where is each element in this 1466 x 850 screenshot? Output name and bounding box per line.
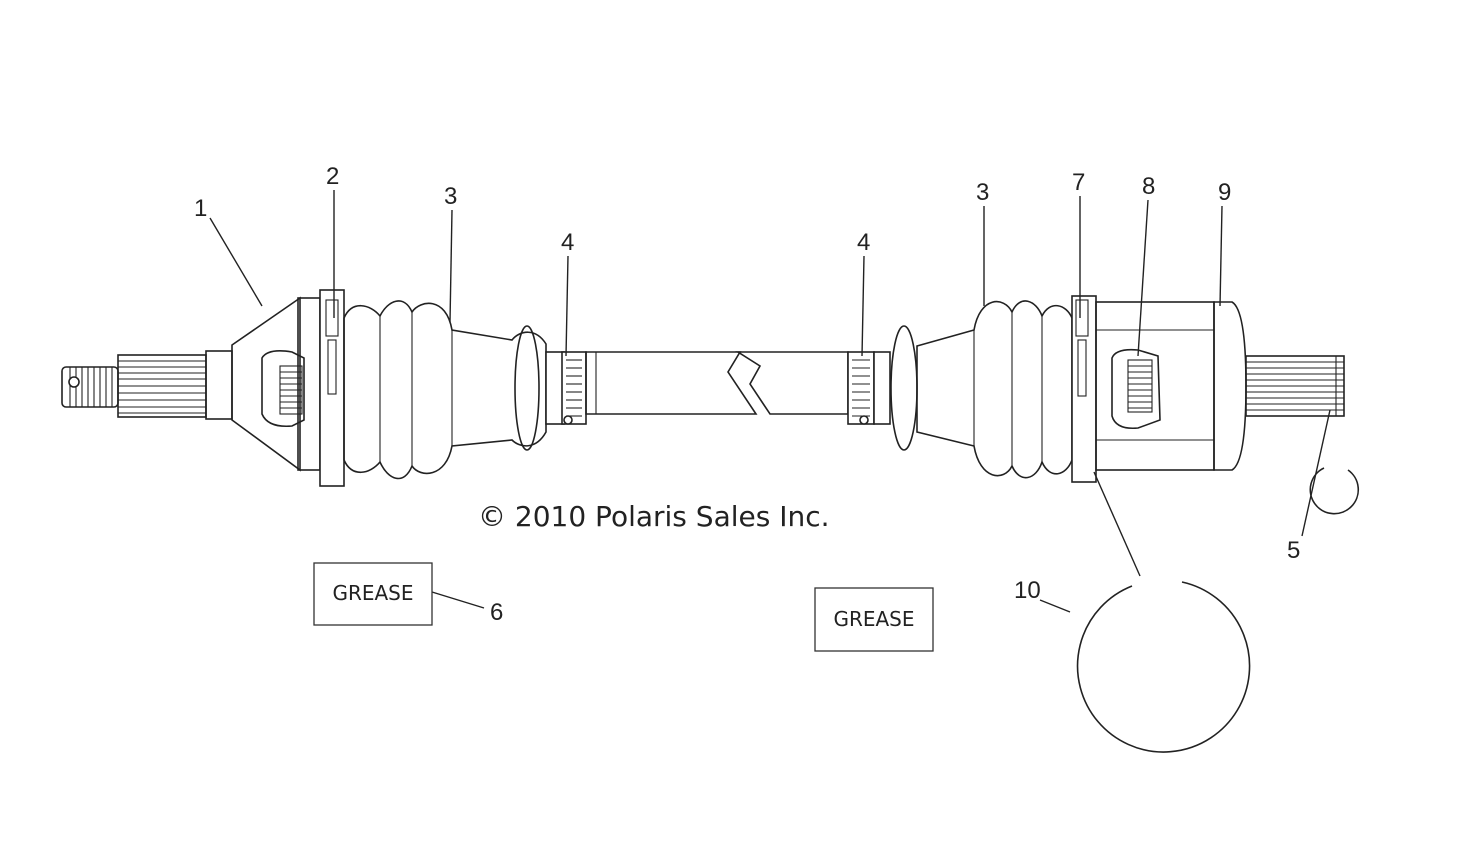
- callout-4-left: 4: [561, 229, 574, 256]
- callout-3-left: 3: [444, 183, 457, 210]
- callout-4-right: 4: [857, 229, 870, 256]
- callout-leaders: [209, 190, 1331, 613]
- callout-3-right: 3: [976, 179, 989, 206]
- callout-9: 9: [1218, 179, 1231, 206]
- retaining-ring-small: [1309, 467, 1360, 515]
- retaining-ring-large: [1076, 581, 1251, 753]
- outer-cv-joint: [61, 289, 345, 487]
- callout-8: 8: [1142, 173, 1155, 200]
- inner-cv-joint: [1071, 295, 1345, 483]
- left-cv-boot: [343, 300, 587, 480]
- callout-5: 5: [1287, 537, 1300, 564]
- copyright-text: © 2010 Polaris Sales Inc.: [478, 500, 830, 533]
- callout-7: 7: [1072, 169, 1085, 196]
- callout-numbers: 1 2 3 4 4 3 7 8 9 5 6 10: [194, 163, 1300, 626]
- grease-label-right: GREASE: [814, 587, 934, 652]
- callout-2: 2: [326, 163, 339, 190]
- callout-1: 1: [194, 195, 207, 222]
- axle-shaft: [585, 351, 849, 415]
- grease-label-right-text: GREASE: [833, 607, 914, 631]
- grease-label-left-text: GREASE: [332, 581, 413, 605]
- grease-label-left: GREASE: [313, 562, 433, 626]
- right-cv-boot: [847, 300, 1073, 479]
- callout-10: 10: [1014, 577, 1041, 604]
- callout-6: 6: [490, 599, 503, 626]
